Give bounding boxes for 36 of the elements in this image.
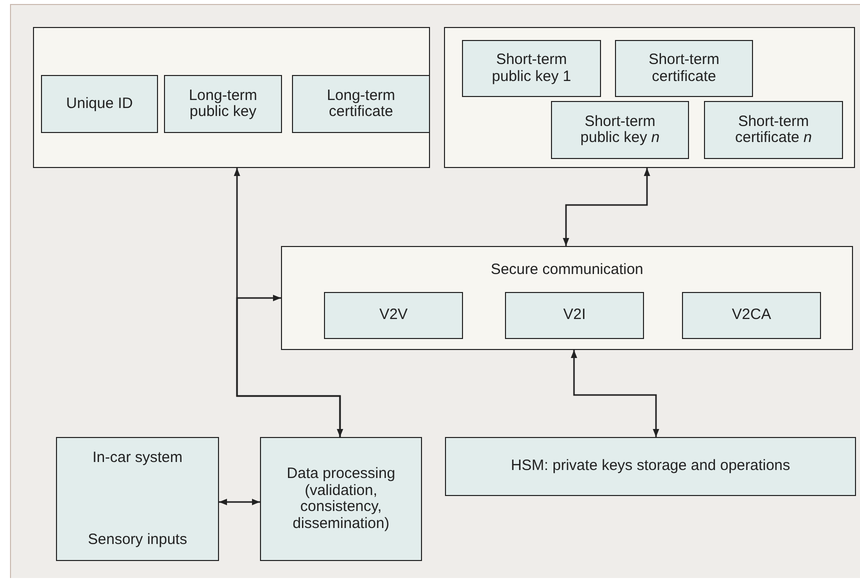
box-label: V2I (563, 307, 586, 324)
group-panel (33, 27, 430, 168)
box-label: Short-term public key 1 (490, 52, 572, 85)
connector-arrow (234, 168, 344, 437)
group-panel (281, 246, 853, 350)
box-label: Unique ID (66, 96, 133, 112)
component-box (615, 40, 753, 97)
component-box (324, 292, 463, 339)
box-label: Short-term certificate n (734, 114, 813, 146)
box-label: Short-term public key n (579, 114, 661, 146)
component-box (445, 437, 856, 496)
box-label: Sensory inputs (88, 532, 188, 548)
component-box (260, 437, 422, 561)
component-box (505, 292, 644, 339)
box-label: Long-term certificate (326, 88, 396, 120)
panel-heading: Secure communication (490, 261, 644, 280)
box-label: In-car system (92, 450, 182, 466)
group-panel (444, 27, 855, 168)
connector-arrow (219, 498, 260, 506)
component-box (41, 75, 158, 133)
box-label: V2CA (732, 307, 772, 324)
box-label: Short-term certificate (648, 52, 720, 85)
component-box (56, 437, 219, 561)
connector-arrow (570, 350, 660, 437)
component-box (682, 292, 821, 339)
box-label: HSM: private keys storage and operations (510, 458, 790, 475)
component-box (462, 40, 601, 97)
connector-arrow (562, 168, 650, 246)
box-label: Data processing (validation, consistency, dissemination) (286, 466, 396, 532)
component-box (292, 75, 430, 133)
component-box (164, 75, 282, 133)
component-box (551, 101, 689, 159)
component-box (704, 101, 843, 159)
box-label: V2V (379, 307, 408, 324)
box-label: Long-term public key (188, 88, 258, 120)
connector-arrow (236, 294, 341, 437)
